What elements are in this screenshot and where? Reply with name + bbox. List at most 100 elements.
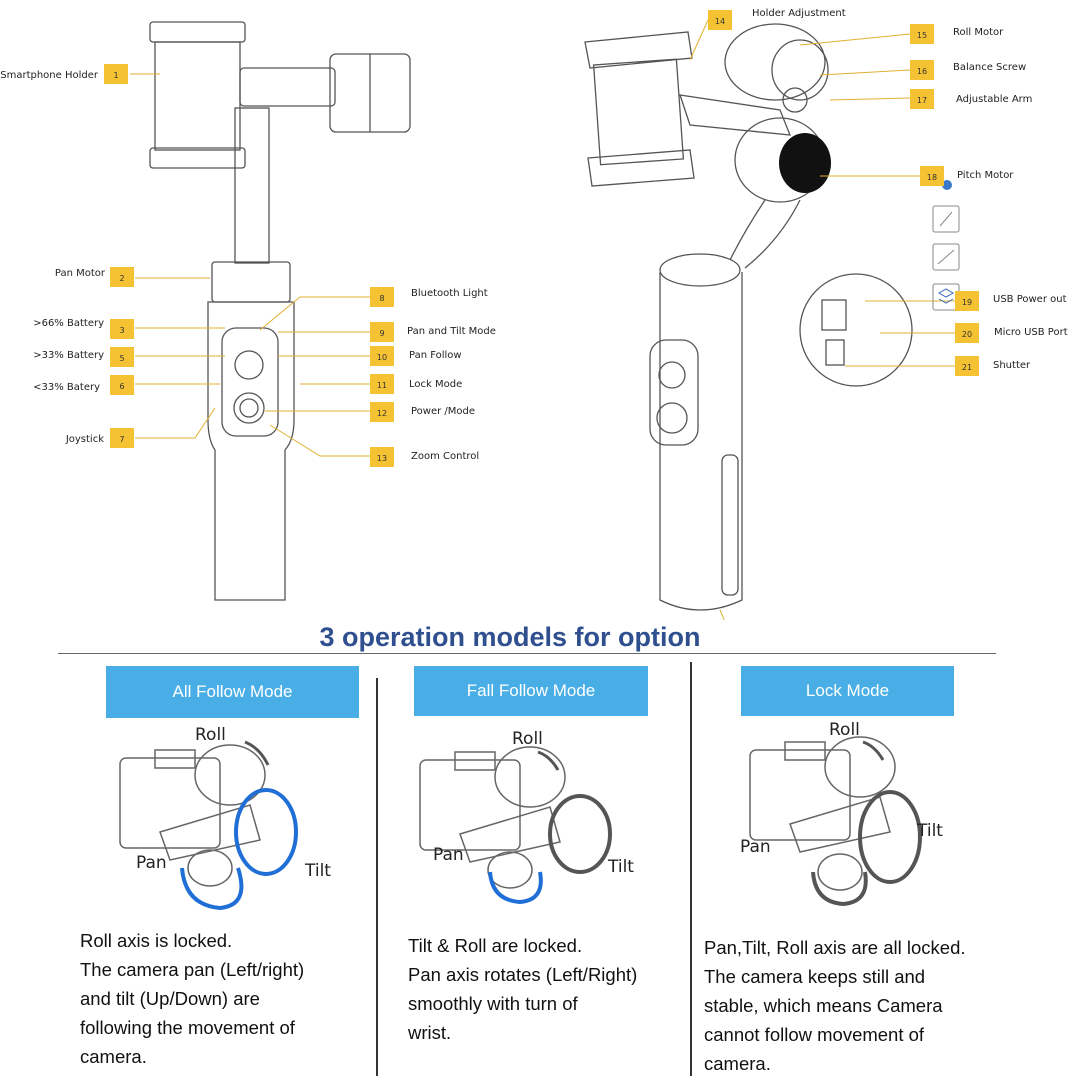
description-line: Pan,Tilt, Roll axis are all locked. bbox=[704, 937, 966, 958]
fall-follow-illustration: Roll Pan Tilt bbox=[419, 729, 634, 905]
description-line: wrist. bbox=[408, 1022, 452, 1043]
section-title: 3 operation models for option bbox=[319, 622, 701, 652]
callout-number-box bbox=[955, 291, 979, 311]
callout-number-box bbox=[370, 287, 394, 307]
callout-number: 9 bbox=[379, 329, 384, 338]
callout-number-box bbox=[955, 323, 979, 343]
tilt-label: Tilt bbox=[916, 821, 943, 841]
callout-label-left-7: Pan and Tilt Mode bbox=[407, 326, 496, 337]
description-line: Tilt & Roll are locked. bbox=[408, 935, 583, 956]
mode-header-all-follow: All Follow Mode bbox=[106, 666, 359, 718]
callout-number-box bbox=[370, 447, 394, 467]
callout-number: 1 bbox=[113, 71, 118, 80]
pan-label: Pan bbox=[136, 853, 167, 873]
callout-number: 18 bbox=[927, 173, 937, 182]
callout-number-box bbox=[708, 10, 732, 30]
callout-number-box bbox=[110, 267, 134, 287]
callout-number: 12 bbox=[377, 409, 387, 418]
tilt-label: Tilt bbox=[304, 861, 331, 881]
callout-number: 11 bbox=[377, 381, 387, 390]
gimbal-parts-diagram: 1 Smartphone Holder 2 Pan Motor 3 >66% Batter… bbox=[0, 8, 1068, 620]
edit-icon bbox=[932, 205, 960, 233]
description-line: Pan axis rotates (Left/Right) bbox=[408, 964, 638, 985]
callout-label-left-9: Lock Mode bbox=[409, 379, 462, 390]
callout-number-box bbox=[110, 347, 134, 367]
callout-label-left-10: Power /Mode bbox=[411, 406, 475, 417]
front-view-gimbal bbox=[149, 21, 411, 601]
callout-number: 3 bbox=[119, 326, 124, 335]
callout-number: 15 bbox=[917, 31, 927, 40]
callout-number-box bbox=[110, 375, 134, 395]
callout-label-right-4: Pitch Motor bbox=[957, 170, 1014, 181]
callout-number: 5 bbox=[119, 354, 124, 363]
mode-header-lock: Lock Mode bbox=[741, 666, 954, 716]
tilt-label: Tilt bbox=[607, 857, 634, 877]
section-divider bbox=[58, 653, 996, 654]
description-line: The camera keeps still and bbox=[704, 966, 926, 987]
callout-label-right-5: USB Power out bbox=[993, 294, 1067, 305]
side-view-gimbal bbox=[584, 23, 913, 611]
callout-number: 17 bbox=[917, 96, 927, 105]
callout-number-box bbox=[370, 402, 394, 422]
callout-number: 14 bbox=[715, 17, 725, 26]
callout-number: 8 bbox=[379, 294, 384, 303]
callout-label-left-3: >33% Battery bbox=[33, 350, 104, 361]
description-line: and tilt (Up/Down) are bbox=[80, 988, 260, 1009]
column-divider-1 bbox=[376, 678, 378, 1076]
callout-label-right-7: Shutter bbox=[993, 360, 1031, 371]
callout-number-box bbox=[104, 64, 128, 84]
callout-label-right-1: Roll Motor bbox=[953, 27, 1004, 38]
callout-number-box bbox=[370, 374, 394, 394]
callout-number: 21 bbox=[962, 363, 972, 372]
callout-label-left-6: Bluetooth Light bbox=[411, 288, 488, 299]
callout-label-right-3: Adjustable Arm bbox=[956, 94, 1032, 105]
pan-label: Pan bbox=[433, 845, 464, 865]
callout-number: 16 bbox=[917, 67, 927, 76]
column-divider-2 bbox=[690, 662, 692, 1076]
callout-label-left-0: Smartphone Holder bbox=[0, 70, 99, 81]
mode-header-fall-follow: Fall Follow Mode bbox=[414, 666, 648, 716]
description-line: camera. bbox=[80, 1046, 147, 1067]
callout-number-box bbox=[370, 322, 394, 342]
callout-label-right-6: Micro USB Port bbox=[994, 327, 1068, 338]
callout-number-box bbox=[110, 428, 134, 448]
description-line: The camera pan (Left/right) bbox=[80, 959, 305, 980]
callout-label-left-4: <33% Batery bbox=[33, 382, 100, 393]
callout-number-box bbox=[955, 356, 979, 376]
lock-mode-illustration: Roll Pan Tilt bbox=[740, 720, 943, 907]
callout-number-box bbox=[110, 319, 134, 339]
callout-number-box bbox=[920, 166, 944, 186]
annotate-icon bbox=[932, 243, 960, 271]
all-follow-illustration: Roll Pan Tilt bbox=[119, 725, 331, 910]
description-line: Roll axis is locked. bbox=[80, 930, 233, 951]
callout-label-left-5: Joystick bbox=[65, 434, 104, 445]
fall-follow-description: Tilt & Roll are locked. Pan axis rotates… bbox=[408, 931, 637, 1047]
callout-number-box bbox=[910, 24, 934, 44]
pitch-motor-face bbox=[779, 133, 831, 193]
callout-number-box bbox=[910, 89, 934, 109]
tilt-highlight-ring bbox=[234, 788, 298, 876]
callout-number: 20 bbox=[962, 330, 972, 339]
roll-label: Roll bbox=[829, 720, 860, 740]
callout-number: 7 bbox=[119, 435, 124, 444]
description-line: smoothly with turn of bbox=[408, 993, 578, 1014]
description-line: camera. bbox=[704, 1053, 771, 1074]
callout-label-right-2: Balance Screw bbox=[953, 62, 1026, 73]
callout-number-box bbox=[370, 346, 394, 366]
callout-label-right-0: Holder Adjustment bbox=[752, 8, 846, 19]
minus-icon bbox=[942, 180, 952, 190]
description-line: following the movement of bbox=[80, 1017, 295, 1038]
callout-number: 2 bbox=[119, 274, 124, 283]
roll-label: Roll bbox=[512, 729, 543, 749]
callout-number: 10 bbox=[377, 353, 387, 362]
roll-label: Roll bbox=[195, 725, 226, 745]
callout-number: 19 bbox=[962, 298, 972, 307]
callout-label-left-2: >66% Battery bbox=[33, 318, 104, 329]
side-toolbar bbox=[932, 180, 960, 311]
lock-mode-description: Pan,Tilt, Roll axis are all locked. The … bbox=[704, 933, 966, 1078]
callout-number: 6 bbox=[119, 382, 124, 391]
description-line: stable, which means Camera bbox=[704, 995, 943, 1016]
callout-label-left-1: Pan Motor bbox=[55, 268, 106, 279]
callout-number: 13 bbox=[377, 454, 387, 463]
pan-highlight-arc bbox=[180, 867, 244, 910]
